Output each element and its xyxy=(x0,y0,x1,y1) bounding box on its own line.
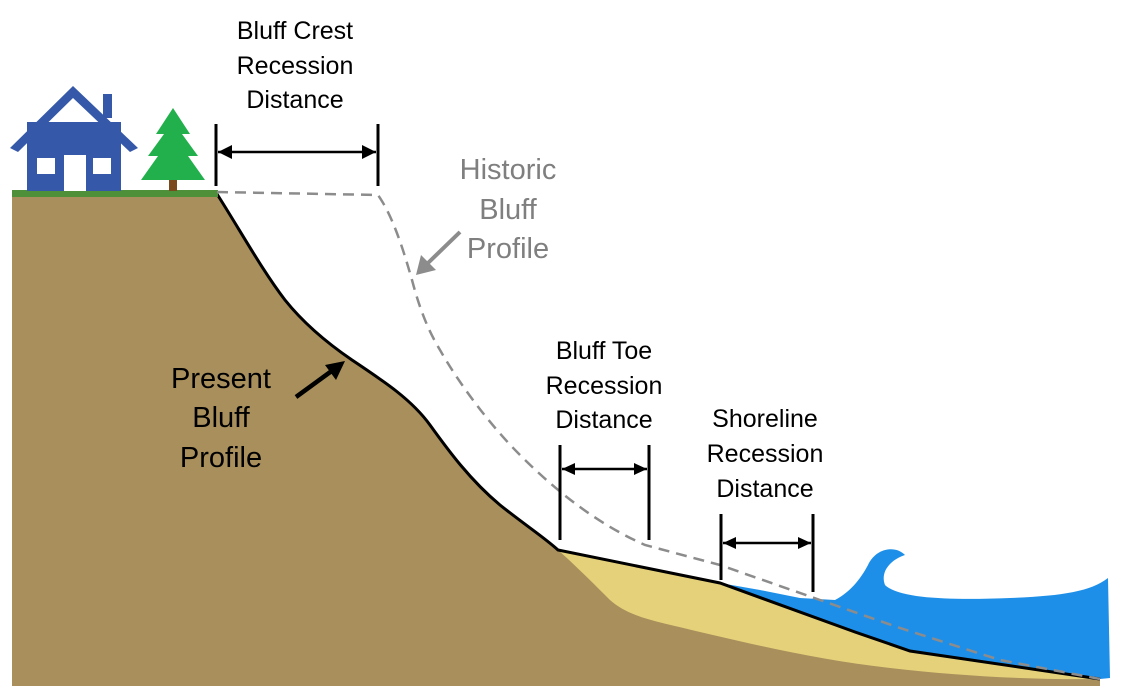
toe-label-line-2: Recession xyxy=(546,372,663,400)
toe-label: Bluff Toe Recession Distance xyxy=(546,337,663,434)
grass-strip xyxy=(12,190,218,197)
present-label-line-2: Bluff xyxy=(192,402,250,434)
historic-pointer-arrow xyxy=(416,230,462,275)
crest-label: Bluff Crest Recession Distance xyxy=(237,17,354,114)
present-label-line-1: Present xyxy=(171,363,271,395)
present-pointer-arrow xyxy=(294,361,345,399)
shoreline-label-line-1: Shoreline xyxy=(712,405,818,433)
present-bluff-profile xyxy=(215,193,1101,681)
shoreline-label-line-2: Recession xyxy=(707,440,824,468)
present-label-line-3: Profile xyxy=(180,442,262,474)
crest-label-line-2: Recession xyxy=(237,52,354,80)
bluff-soil xyxy=(12,194,1100,686)
toe-recession-bracket xyxy=(558,445,651,540)
shoreline-label-line-3: Distance xyxy=(716,475,813,503)
shoreline-label: Shoreline Recession Distance xyxy=(707,405,824,503)
present-label: Present Bluff Profile xyxy=(171,363,271,474)
pine-tree-icon xyxy=(141,108,205,191)
beach-sand xyxy=(558,550,1100,680)
water xyxy=(720,549,1110,679)
crest-label-line-3: Distance xyxy=(246,86,343,114)
toe-label-line-3: Distance xyxy=(555,406,652,434)
historic-label-line-1: Historic xyxy=(460,154,557,186)
crest-label-line-1: Bluff Crest xyxy=(237,17,353,45)
historic-label-line-2: Bluff xyxy=(479,194,537,226)
crest-recession-bracket xyxy=(214,124,380,186)
historic-label: Historic Bluff Profile xyxy=(460,154,557,265)
house-icon xyxy=(10,86,138,191)
toe-label-line-1: Bluff Toe xyxy=(556,337,652,365)
historic-label-line-3: Profile xyxy=(467,233,549,265)
shoreline-recession-bracket xyxy=(719,514,815,592)
